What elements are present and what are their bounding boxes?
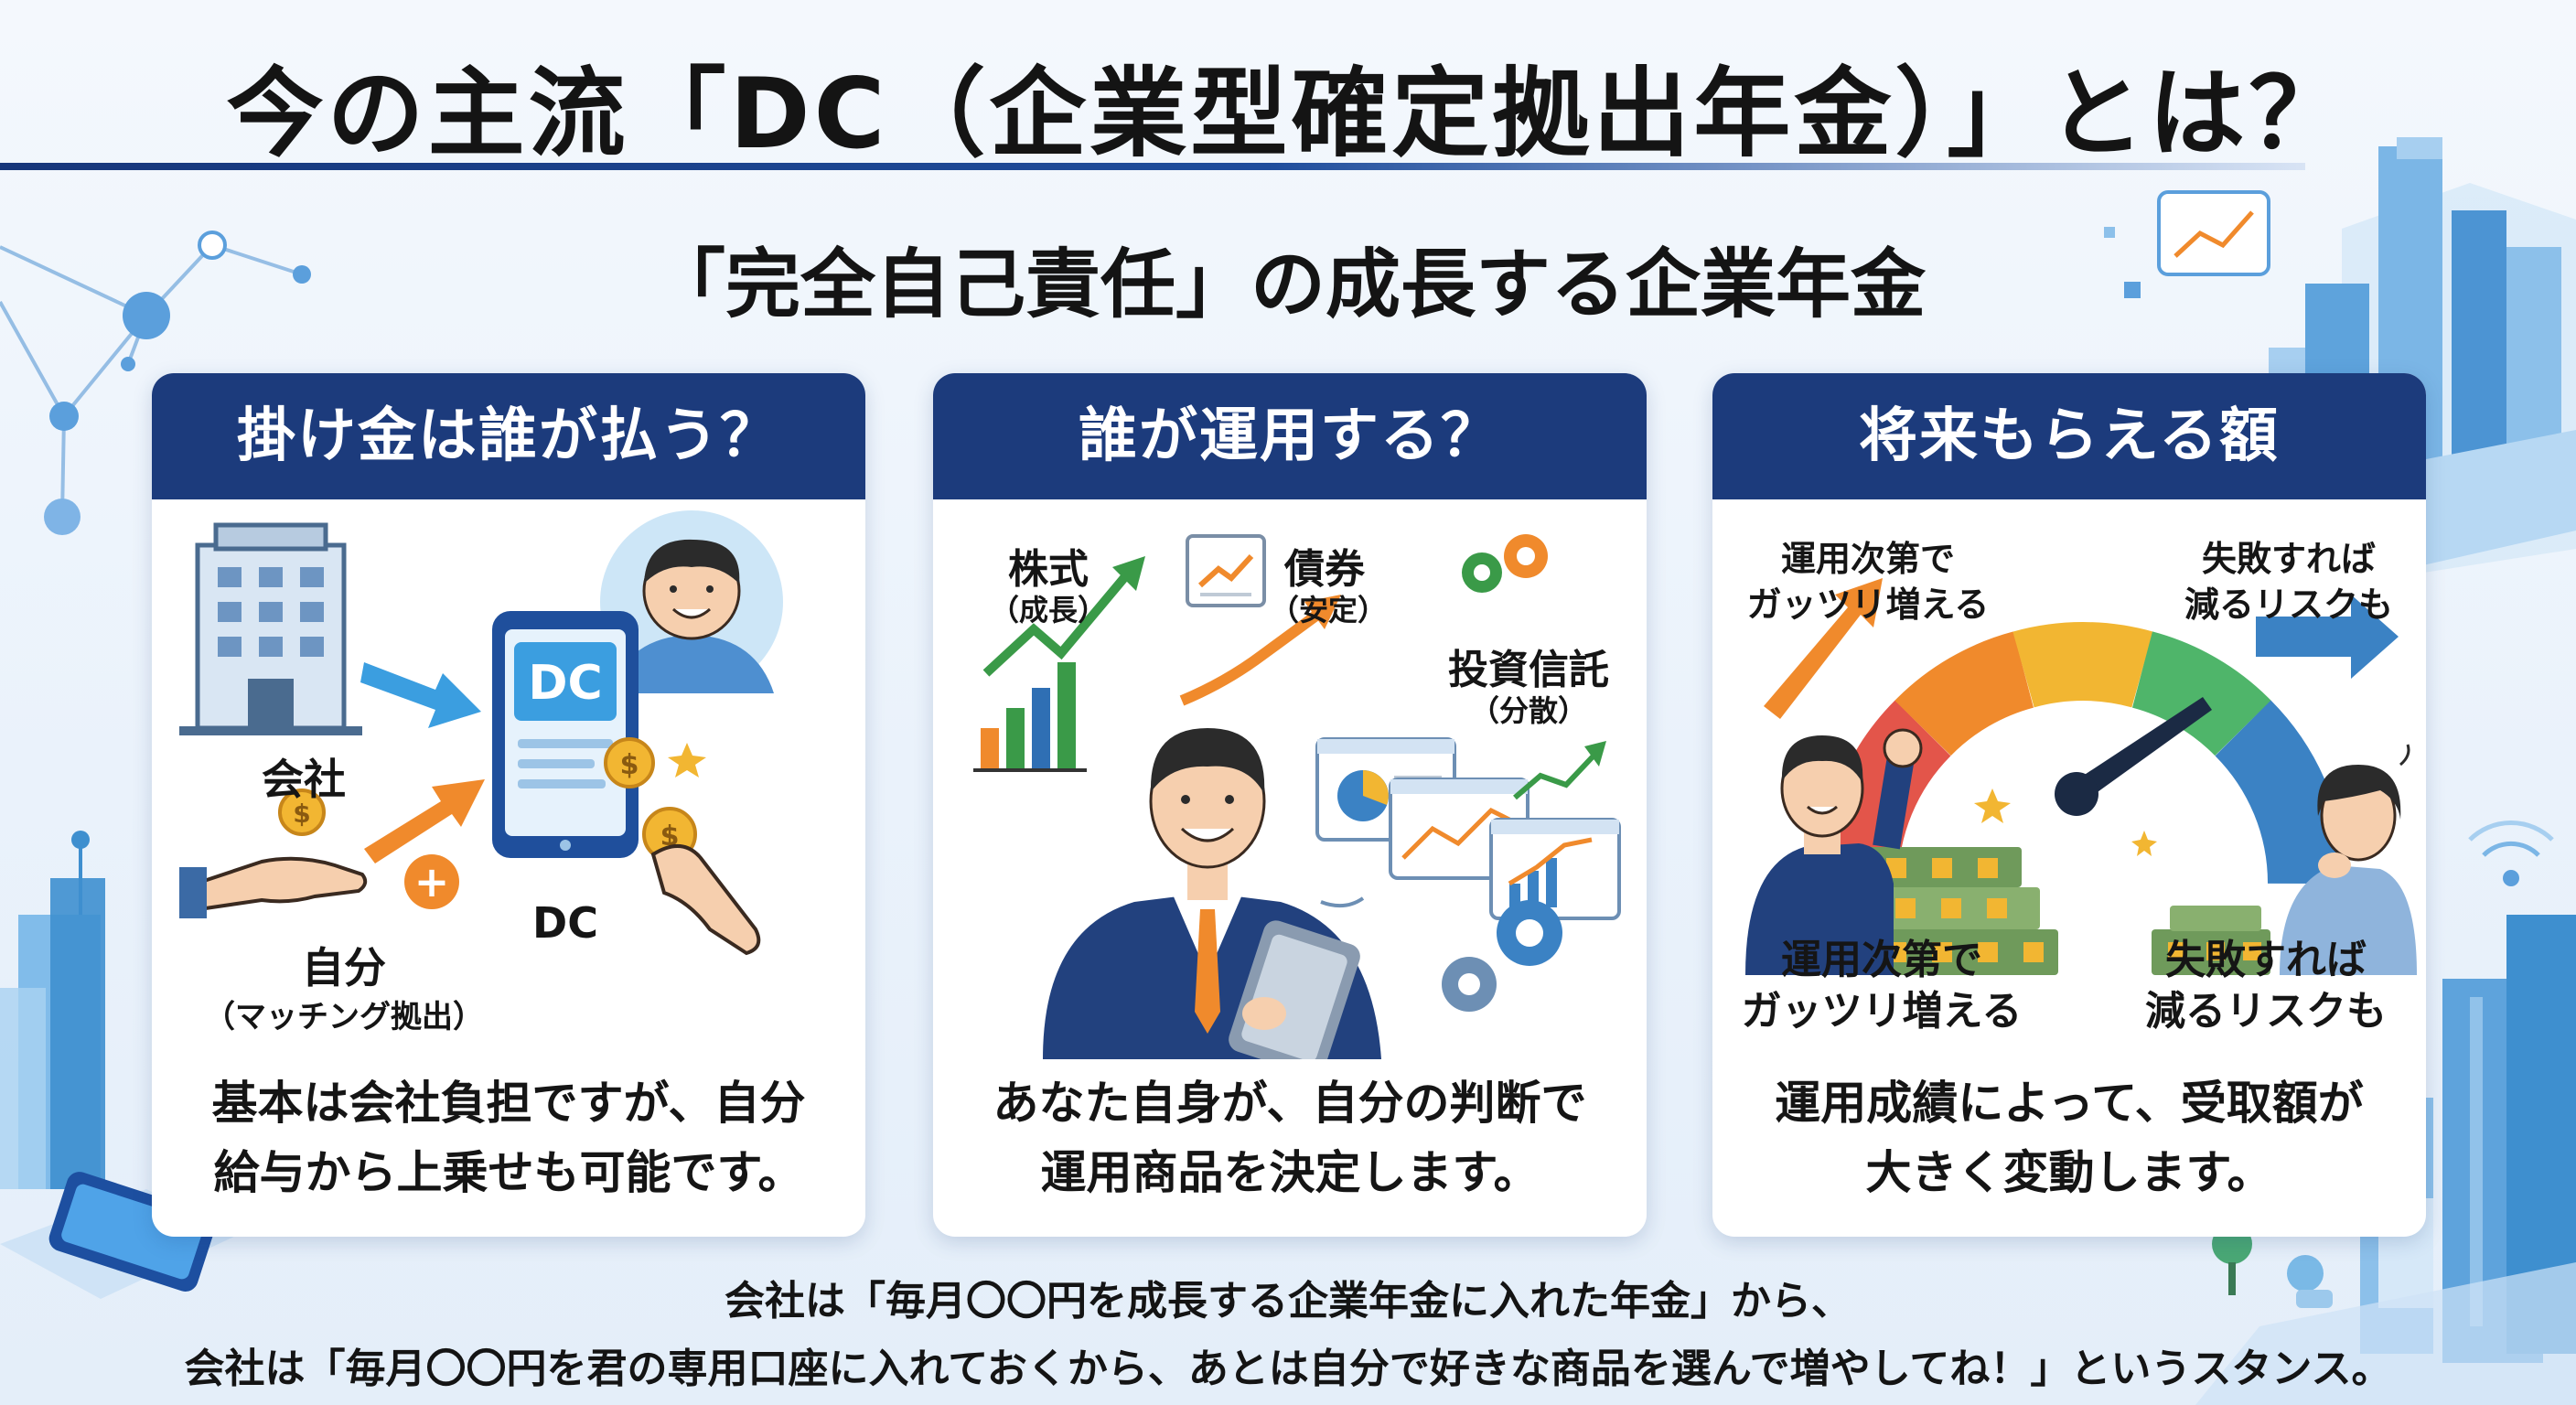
card-description: あなた自身が、自分の判断で 運用商品を決定します。: [993, 1077, 1587, 1199]
future-amount-illustration: [1745, 578, 2417, 975]
card-contribution: 掛け金は誰が払う？: [152, 373, 865, 1237]
tablet-icon: DC: [492, 611, 639, 858]
label-self-note: （マッチング拠出）: [204, 999, 484, 1035]
footer-line-1: 会社は「毎月〇〇円を成長する企業年金に入れた年金」から、: [724, 1278, 1852, 1325]
arrow-icon: [2256, 595, 2399, 679]
document-icon: [1186, 534, 1266, 607]
card-description: 運用成績によって、受取額が 大きく変動します。: [1775, 1077, 2364, 1199]
page-title: 今の主流「DC（企業型確定拠出年金）」とは？: [226, 58, 2350, 170]
gear-icon: [1504, 534, 1548, 578]
arrow-icon: [360, 662, 481, 728]
label-bond-note: （安定）: [1270, 593, 1388, 627]
card-heading: 掛け金は誰が払う？: [152, 373, 865, 499]
gear-icon: [1462, 552, 1502, 593]
label-bond: 債券: [1284, 546, 1365, 593]
label-loss-bottom: 失敗すれば 減るリスクも: [2145, 937, 2387, 1035]
card-description: 基本は会社負担ですが、自分 給与から上乗せも可能です。: [211, 1077, 806, 1199]
money-stack-icon: [1830, 847, 2270, 975]
person-icon: [600, 510, 783, 693]
label-company: 会社: [262, 755, 346, 804]
svg-text:+: +: [414, 857, 450, 906]
footer-line-2: 会社は「毎月〇〇円を君の専用口座に入れておくから、あとは自分で好きな商品を選んで…: [184, 1346, 2392, 1392]
svg-text:$: $: [620, 749, 639, 781]
card-future-amount: 将来もらえる額: [1712, 373, 2426, 1237]
businessman-icon: [1043, 728, 1381, 1059]
hand-icon: [193, 856, 368, 912]
arrow-icon: [364, 779, 485, 863]
label-self: 自分: [302, 943, 386, 992]
card-heading: 将来もらえる額: [1712, 373, 2426, 499]
label-stock-note: （成長）: [989, 593, 1107, 627]
page-subtitle: 「完全自己責任」の成長する企業年金: [649, 241, 1926, 328]
label-gain-top: 運用次第で ガッツリ増える: [1746, 539, 1990, 625]
contribution-illustration: DC $ $ $ +: [179, 510, 783, 956]
title-divider: [0, 163, 2305, 170]
label-stock: 株式: [1008, 546, 1089, 593]
tablet-dc-label: DC: [528, 656, 602, 711]
card-management: 誰が運用する？: [933, 373, 1647, 1237]
management-illustration: [973, 534, 1621, 1059]
plus-icon: [404, 854, 459, 909]
label-fund-note: （分散）: [1469, 693, 1587, 728]
hand-icon: [650, 844, 761, 956]
person-icon: [2280, 744, 2417, 975]
building-icon: [179, 522, 362, 735]
svg-text:$: $: [293, 799, 310, 829]
arrow-icon: [1764, 578, 1883, 719]
businessman-icon: [1745, 728, 1923, 975]
label-loss-top: 失敗すれば 減るリスクも: [2184, 539, 2393, 625]
label-fund: 投資信託: [1448, 647, 1609, 693]
gear-icon: [1442, 900, 1562, 1012]
label-gain-bottom: 運用次第で ガッツリ増える: [1741, 937, 2023, 1035]
label-dc: DC: [532, 898, 598, 948]
card-heading: 誰が運用する？: [933, 373, 1647, 499]
fund-screens: [1315, 737, 1621, 920]
growth-chart-icon: [973, 556, 1145, 772]
